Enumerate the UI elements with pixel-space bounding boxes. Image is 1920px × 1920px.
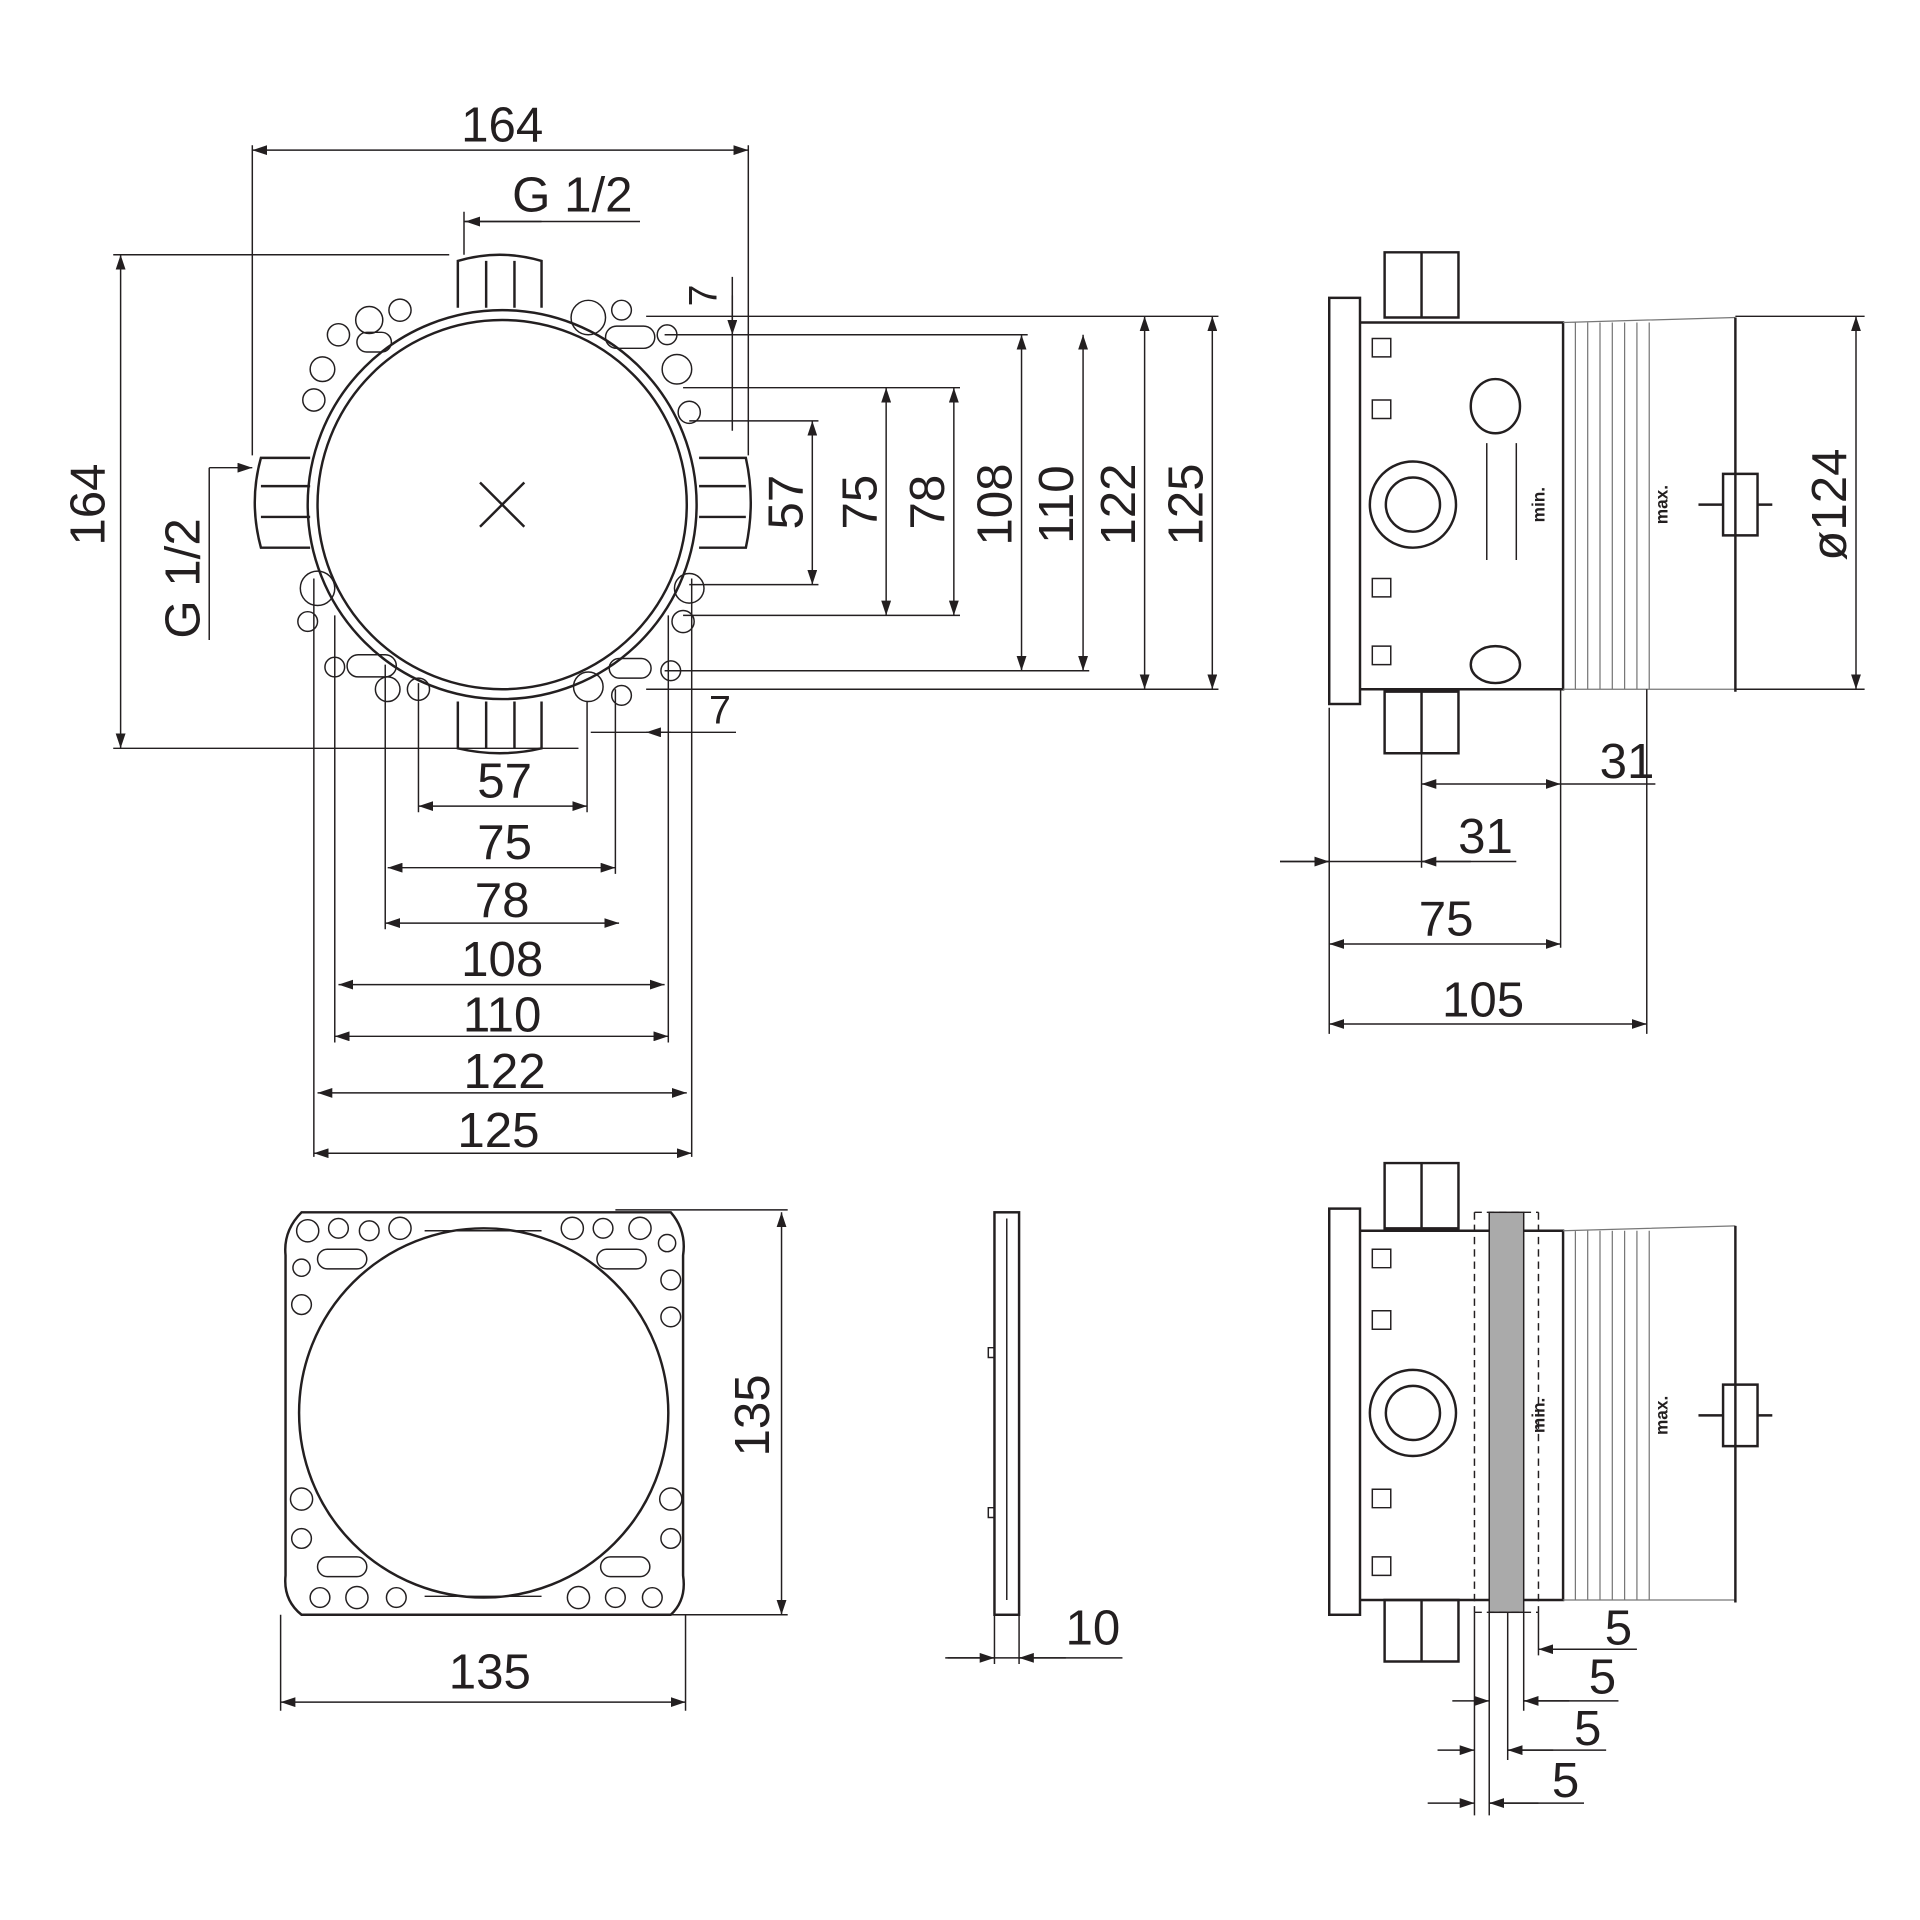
mounting-plate-view: 135 135	[279, 1209, 788, 1711]
max-label: max.	[1652, 1396, 1672, 1435]
dim-31-a: 31	[1600, 734, 1655, 789]
dim-diameter-124: ø124	[1802, 449, 1857, 561]
plate-width-135: 135	[449, 1645, 531, 1700]
right-fitting	[699, 456, 752, 549]
left-fitting	[253, 456, 311, 549]
dim-5: 5	[1552, 1753, 1579, 1808]
horizontal-dimensions: 57 75 78 108 110 122 125 7	[313, 689, 736, 1159]
bottom-fitting	[456, 701, 543, 755]
thread-top-label: G 1/2	[512, 168, 632, 223]
dim-width-164: 164	[461, 98, 543, 153]
hdim: 75	[477, 815, 532, 870]
thread-left-label: G 1/2	[155, 518, 210, 638]
max-label: max.	[1652, 485, 1672, 524]
vdim: 78	[900, 475, 955, 530]
plate-thickness-10: 10	[1066, 1600, 1121, 1655]
min-label: min.	[1529, 1398, 1549, 1433]
dim-5: 5	[1605, 1600, 1632, 1655]
dim-105: 105	[1442, 973, 1524, 1028]
plate-profile-view: 10	[945, 1211, 1123, 1664]
plate-height-135: 135	[725, 1374, 780, 1456]
hdim: 78	[475, 873, 530, 928]
front-view: 164 G 1/2 164 G 1/2 57 75 78 108 110 122…	[61, 98, 1219, 1159]
hdim: 122	[464, 1044, 546, 1099]
vdim: 75	[832, 475, 887, 530]
dim-75: 75	[1419, 891, 1474, 946]
top-fitting	[456, 253, 543, 308]
dim-5: 5	[1589, 1650, 1616, 1705]
dim-5: 5	[1574, 1701, 1601, 1756]
side-view-installed: min. max. 5 5 5 5	[1328, 1161, 1773, 1816]
vdim: 125	[1158, 464, 1213, 546]
vertical-dimensions: 57 75 78 108 110 122 125 7	[681, 276, 1218, 690]
plate-section	[1488, 1211, 1525, 1614]
vdim: 108	[968, 464, 1023, 546]
offset-7-bottom: 7	[709, 689, 731, 733]
vdim: 122	[1091, 464, 1146, 546]
dim-31-b: 31	[1458, 809, 1513, 864]
offset-7-top: 7	[681, 284, 725, 306]
min-label: min.	[1529, 487, 1549, 522]
plate-holes	[289, 1216, 683, 1610]
hdim: 125	[457, 1103, 539, 1158]
vdim: 110	[1029, 465, 1084, 543]
hdim: 108	[461, 932, 543, 987]
threaded-sleeve	[1563, 316, 1736, 690]
side-view: min. max. ø124 31 31 75 105	[1280, 251, 1865, 1034]
hdim: 57	[477, 754, 532, 809]
hdim: 110	[463, 987, 541, 1042]
dim-height-164: 164	[61, 464, 116, 546]
vdim: 57	[758, 475, 813, 530]
